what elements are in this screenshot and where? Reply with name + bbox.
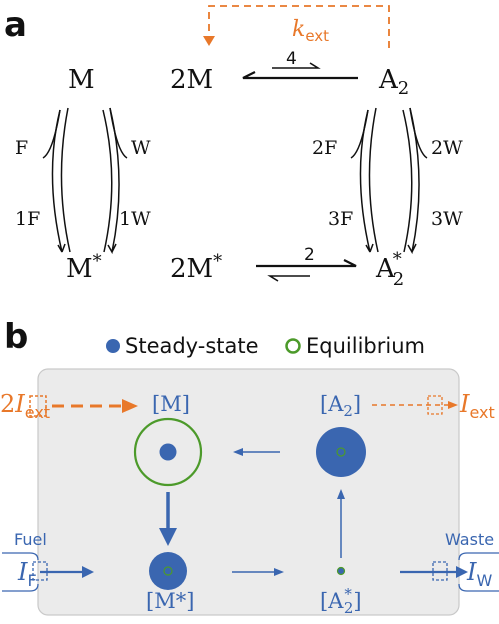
- rate-W: W: [131, 137, 151, 159]
- waste-pipe-top: [458, 552, 499, 561]
- legend-steady-state-marker: [106, 339, 120, 353]
- legend-steady-state: Steady-state: [125, 334, 259, 358]
- node-M-star-label: [M*]: [146, 589, 194, 613]
- rate-3W: 3W: [431, 208, 463, 230]
- outflow-ext-label: Iext: [459, 390, 495, 422]
- monomer-fuel-waste-arrows: [42, 107, 128, 255]
- panel-b-label: b: [4, 317, 28, 357]
- waste-pipe-bottom: [458, 583, 499, 592]
- waste-valve: [432, 561, 448, 581]
- node-A2: [316, 427, 366, 477]
- outflow-ext-valve: [427, 395, 443, 415]
- rate-F: F: [15, 137, 28, 159]
- rate-2W: 2W: [431, 137, 463, 159]
- waste-flux-label: IW: [466, 558, 492, 590]
- rate-1W: 1W: [119, 208, 151, 230]
- node-M-star: [149, 552, 187, 590]
- node-M: [133, 417, 203, 487]
- dimer-equilibrium-arrows-bottom: [256, 259, 357, 282]
- fuel-pipe-bottom: [2, 583, 39, 592]
- legend-equilibrium: Equilibrium: [306, 334, 425, 358]
- rate-3F: 3F: [328, 208, 353, 230]
- legend-equilibrium-marker: [285, 338, 301, 354]
- fuel-label: Fuel: [14, 530, 47, 549]
- fuel-pipe-top: [2, 552, 39, 561]
- node-M-label: [M]: [152, 392, 190, 416]
- node-A2-star: [336, 566, 346, 576]
- kext-feedback-arrow: [203, 5, 390, 48]
- species-A2-star: A*2: [375, 249, 404, 290]
- dimer-equilibrium-arrows-top: [242, 62, 358, 80]
- node-A2-star-label: [A*2]: [320, 585, 362, 617]
- species-A2: A2: [378, 65, 409, 99]
- node-A2-label: [A2]: [320, 392, 361, 420]
- inflow-ext-valve: [29, 395, 47, 417]
- kext-label: kext: [292, 17, 329, 45]
- flux-M-to-Mstar-head: [159, 528, 177, 546]
- rate-1F: 1F: [15, 208, 40, 230]
- rate-2F: 2F: [312, 137, 337, 159]
- waste-label: Waste: [445, 530, 494, 549]
- species-M-star: M*: [66, 251, 102, 284]
- species-M: M: [68, 65, 95, 95]
- fuel-flux-label: IF: [17, 558, 37, 590]
- panel-a-label: a: [4, 5, 27, 45]
- species-2M: 2M: [170, 65, 213, 95]
- species-2M-star: 2M*: [170, 251, 222, 284]
- rate-dimer-bottom: 2: [304, 245, 315, 265]
- rate-dimer-top: 4: [286, 49, 297, 69]
- dimer-fuel-waste-arrows: [350, 107, 428, 255]
- inflow-ext-label: 2Iext: [0, 390, 50, 422]
